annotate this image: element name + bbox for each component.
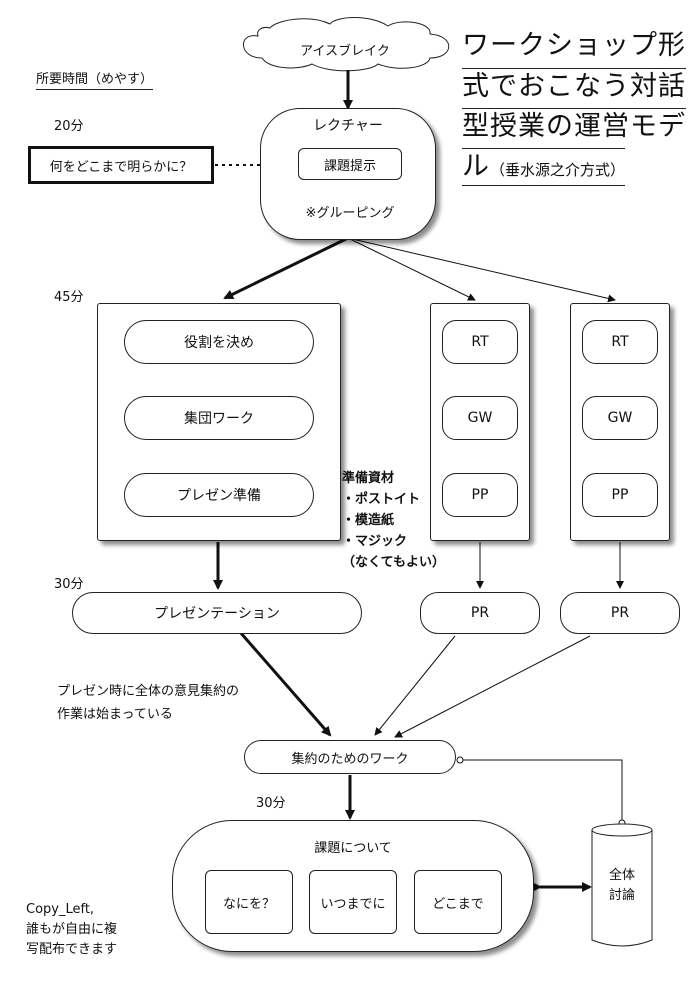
shudan-work-pill: 集団ワーク (124, 396, 314, 440)
copyleft-line-2: 誰もが自由に複 (26, 922, 118, 937)
shuyaku-pill: 集約のためのワーク (244, 740, 456, 774)
zentai-line-1: 全体 (608, 868, 635, 883)
title-line-4-main: ル (462, 151, 490, 182)
title-line-4-sub: （垂水源之介方式） (490, 161, 626, 179)
time-30b: 30分 (256, 796, 286, 811)
feedback-end-dot-top (456, 756, 464, 764)
kadai-block-label: 課題について (314, 841, 392, 856)
time-label: 所要時間（めやす） (36, 68, 154, 90)
arrow-pr-right-to-shuyaku (394, 635, 591, 738)
title-line-4: ル（垂水源之介方式） (462, 148, 626, 186)
arrow-lecture-to-left (223, 236, 349, 300)
icebreak-cloud-shape (243, 17, 450, 72)
pp-box-right: PP (582, 473, 658, 517)
title-line-1: ワークショップ形 (462, 30, 686, 61)
presentation-pill: プレゼンテーション (72, 592, 362, 634)
kadai-teiji-box: 課題提示 (298, 148, 402, 180)
zentai-toron-label: 全体 討論 (592, 866, 652, 906)
prezen-note-line-1: プレゼン時に全体の意見集約の (57, 684, 240, 699)
arrow-pr-mid-to-shuyaku (374, 635, 456, 736)
pr-box-mid: PR (420, 592, 540, 634)
time-45: 45分 (54, 290, 84, 305)
title-line-3: 型授業の運営モデ (462, 108, 686, 145)
materials-list: 準備資材 ・ポストイト ・模造紙 ・マジック （なくてもよい） (342, 468, 445, 573)
question-box: 何をどこまで明らかに？ (28, 146, 214, 184)
pp-box-mid: PP (442, 473, 518, 517)
arrow-lecture-to-mid (347, 237, 476, 301)
grouping-label: ※グルーピング (305, 206, 395, 221)
arrow-lecture-to-right (347, 237, 616, 303)
materials-item-1: ・ポストイト (342, 492, 421, 507)
feedback-line (460, 759, 623, 823)
pr-box-right: PR (560, 592, 680, 634)
materials-item-3: ・マジック (342, 534, 408, 549)
itsu-box: いつまでに (309, 870, 397, 934)
prezen-note: プレゼン時に全体の意見集約の 作業は始まっている (57, 680, 239, 726)
lecture-label: レクチャー (313, 118, 383, 134)
time-30a: 30分 (54, 577, 84, 592)
gw-box-mid: GW (442, 396, 518, 440)
arrow-presentation-to-shuyaku (238, 631, 332, 737)
copyleft-note: Copy_Left, 誰もが自由に複 写配布できます (26, 900, 117, 960)
doko-box: どこまで (414, 870, 502, 934)
zentai-cylinder-shape (591, 823, 653, 947)
prezen-note-line-2: 作業は始まっている (57, 707, 173, 722)
gw-box-right: GW (582, 396, 658, 440)
rt-box-mid: RT (442, 320, 518, 364)
nani-box: なにを？ (205, 870, 293, 934)
icebreak-label: アイスブレイク (300, 44, 390, 59)
title-line-2: 式でおこなう対話 (462, 68, 686, 105)
materials-item-2: ・模造紙 (342, 513, 395, 528)
zentai-line-2: 討論 (608, 888, 635, 903)
copyleft-line-1: Copy_Left, (26, 902, 95, 917)
materials-heading: 準備資材 (342, 471, 395, 486)
prezen-junbi-pill: プレゼン準備 (124, 473, 314, 517)
yakuwari-pill: 役割を決め (124, 320, 314, 364)
time-20: 20分 (54, 119, 84, 134)
materials-note: （なくてもよい） (342, 555, 445, 570)
copyleft-line-3: 写配布できます (26, 942, 118, 957)
rt-box-right: RT (582, 320, 658, 364)
